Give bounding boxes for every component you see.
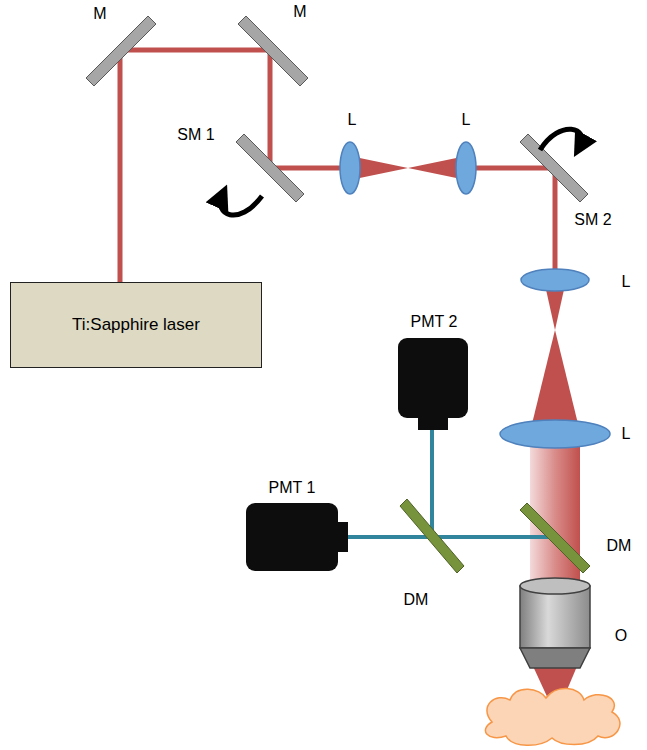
part-label: M <box>293 3 306 21</box>
pmt-detector <box>246 338 468 571</box>
part-label: M <box>93 5 106 23</box>
objective <box>520 578 590 668</box>
emission-path <box>346 430 552 537</box>
part-label: PMT 2 <box>411 313 458 331</box>
part-label: DM <box>607 537 632 555</box>
rotation-arrow <box>540 129 582 150</box>
expanding-beam <box>530 330 580 432</box>
laser-beam <box>120 50 555 282</box>
dichroic-mirror <box>400 499 590 573</box>
part-label: O <box>615 627 627 645</box>
part-label: L <box>622 425 631 443</box>
mirror <box>86 16 588 202</box>
part-label: L <box>348 111 357 129</box>
lens <box>340 142 610 448</box>
part-label: DM <box>404 591 429 609</box>
part-label: L <box>462 111 471 129</box>
sample <box>485 688 620 745</box>
part-label: PMT 1 <box>269 479 316 497</box>
part-label: SM 2 <box>574 211 611 229</box>
rotation-arrow <box>220 196 262 215</box>
part-label: L <box>622 273 631 291</box>
part-label: SM 1 <box>177 126 214 144</box>
laser-box: Ti:Sapphire laser <box>10 282 262 368</box>
box-label: Ti:Sapphire laser <box>62 309 210 341</box>
